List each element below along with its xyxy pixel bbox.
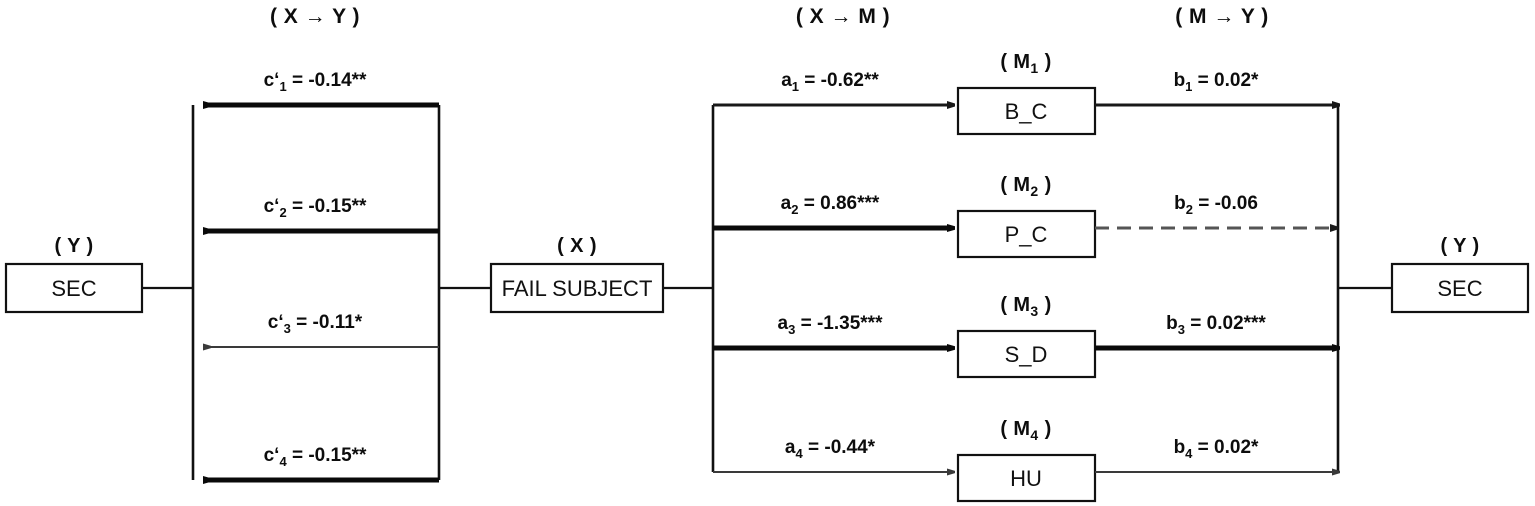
node-tag-outcome-left: ( Y ) [54, 235, 93, 257]
node-box-sec-left[interactable] [4, 262, 144, 314]
label-a-1: a1 = -0.62** [781, 70, 879, 94]
header-x-to-m: ( X → M ) [796, 5, 890, 28]
node-box-sec-right[interactable] [1390, 262, 1530, 314]
label-a-2: a2 = 0.86*** [781, 193, 880, 217]
header-x-to-y: ( X → Y ) [270, 5, 360, 28]
node-tag-predictor: ( X ) [557, 235, 597, 257]
label-direct-2: c‘2 = -0.15** [264, 196, 367, 220]
label-b-1: b1 = 0.02* [1174, 70, 1259, 94]
node-label-mediator-3: S_D [1005, 342, 1048, 367]
node-tag-outcome-right: ( Y ) [1440, 235, 1479, 257]
node-tag-mediator-4: ( M4 ) [1000, 418, 1051, 443]
label-b-4: b4 = 0.02* [1174, 437, 1259, 461]
label-a-3: a3 = -1.35*** [778, 313, 884, 337]
node-box-mediator-4[interactable] [956, 453, 1097, 503]
label-b-2: b2 = -0.06 [1174, 193, 1258, 217]
label-direct-4: c‘4 = -0.15** [264, 445, 367, 469]
node-box-mediator-1[interactable] [956, 86, 1097, 136]
node-tag-mediator-3: ( M3 ) [1000, 294, 1051, 319]
label-a-4: a4 = -0.44* [785, 437, 876, 461]
label-b-3: b3 = 0.02*** [1166, 313, 1266, 337]
node-box-fail-subject[interactable] [489, 262, 665, 314]
label-direct-1: c‘1 = -0.14** [264, 70, 367, 94]
node-label-sec-left: SEC [51, 276, 96, 301]
node-label-sec-right: SEC [1437, 276, 1482, 301]
node-label-mediator-2: P_C [1005, 222, 1048, 247]
node-box-mediator-2[interactable] [956, 209, 1097, 259]
header-m-to-y: ( M → Y ) [1175, 5, 1269, 28]
node-box-mediator-3[interactable] [956, 329, 1097, 379]
node-label-mediator-4: HU [1010, 466, 1042, 491]
node-label-mediator-1: B_C [1005, 99, 1048, 124]
node-tag-mediator-1: ( M1 ) [1000, 51, 1051, 76]
label-direct-3: c‘3 = -0.11* [268, 312, 363, 336]
node-tag-mediator-2: ( M2 ) [1000, 174, 1051, 199]
node-label-fail-subject: FAIL SUBJECT [502, 276, 653, 301]
